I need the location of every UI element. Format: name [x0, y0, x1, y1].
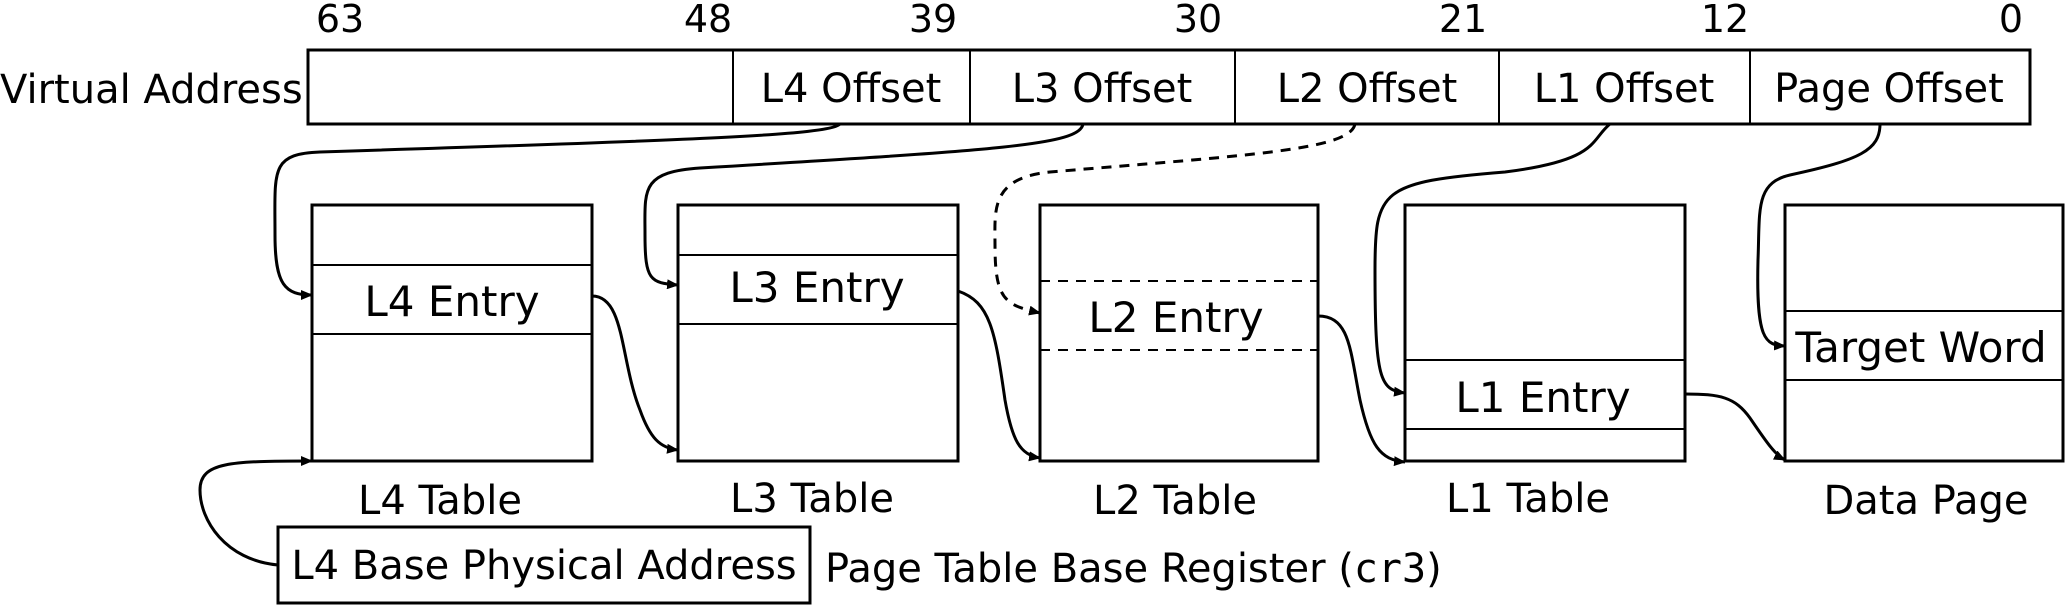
- page-offset-field: Page Offset: [1774, 66, 2004, 112]
- bit-label-39: 39: [909, 0, 957, 41]
- l2-table-caption: L2 Table: [1093, 478, 1257, 524]
- virtual-address-bar: [306, 48, 2032, 126]
- l1-entry: L1 Entry: [1455, 373, 1630, 422]
- bit-label-12: 12: [1701, 0, 1749, 41]
- l1-table-caption: L1 Table: [1446, 476, 1610, 522]
- virtual-address-label: Virtual Address: [0, 67, 303, 113]
- arrow-l1-entry-to-data-page: [1684, 392, 1786, 462]
- l2-offset-field: L2 Offset: [1277, 66, 1458, 112]
- l3-table: [676, 203, 960, 463]
- data-page-caption: Data Page: [1823, 478, 2028, 524]
- l4-entry: L4 Entry: [364, 277, 539, 326]
- arrow-cr3-to-l4-table: [198, 456, 313, 567]
- bit-label-21: 21: [1439, 0, 1487, 41]
- target-word-entry: Target Word: [1794, 323, 2046, 372]
- l4-table: [310, 203, 594, 463]
- bit-label-30: 30: [1174, 0, 1222, 41]
- bit-label-63: 63: [316, 0, 364, 41]
- bit-label-0: 0: [1999, 0, 2023, 41]
- l4-offset-field: L4 Offset: [761, 66, 942, 112]
- l4-table-caption: L4 Table: [358, 478, 522, 524]
- arrow-l3-offset-to-l3-entry: [643, 123, 1085, 290]
- arrow-l3-entry-to-l2-table: [957, 289, 1041, 462]
- l1-table: [1403, 203, 1687, 463]
- arrow-l4-entry-to-l3-table: [591, 294, 679, 454]
- l3-offset-field: L3 Offset: [1012, 66, 1193, 112]
- l1-offset-field: L1 Offset: [1534, 66, 1715, 112]
- arrow-l4-offset-to-l4-entry: [273, 122, 842, 300]
- arrow-page-offset-to-target-word: [1756, 123, 1882, 351]
- l2-entry: L2 Entry: [1088, 293, 1263, 342]
- data-page: [1783, 203, 2065, 463]
- arrow-l1-offset-to-l1-entry: [1373, 122, 1611, 397]
- l2-table: [1038, 203, 1320, 463]
- l3-table-caption: L3 Table: [730, 476, 894, 522]
- cr3-register-label: Page Table Base Register (cr3): [825, 546, 1442, 592]
- arrow-l2-entry-to-l1-table: [1317, 314, 1406, 467]
- bit-label-48: 48: [684, 0, 732, 41]
- l3-entry: L3 Entry: [729, 263, 904, 312]
- cr3-register-value: L4 Base Physical Address: [291, 543, 796, 589]
